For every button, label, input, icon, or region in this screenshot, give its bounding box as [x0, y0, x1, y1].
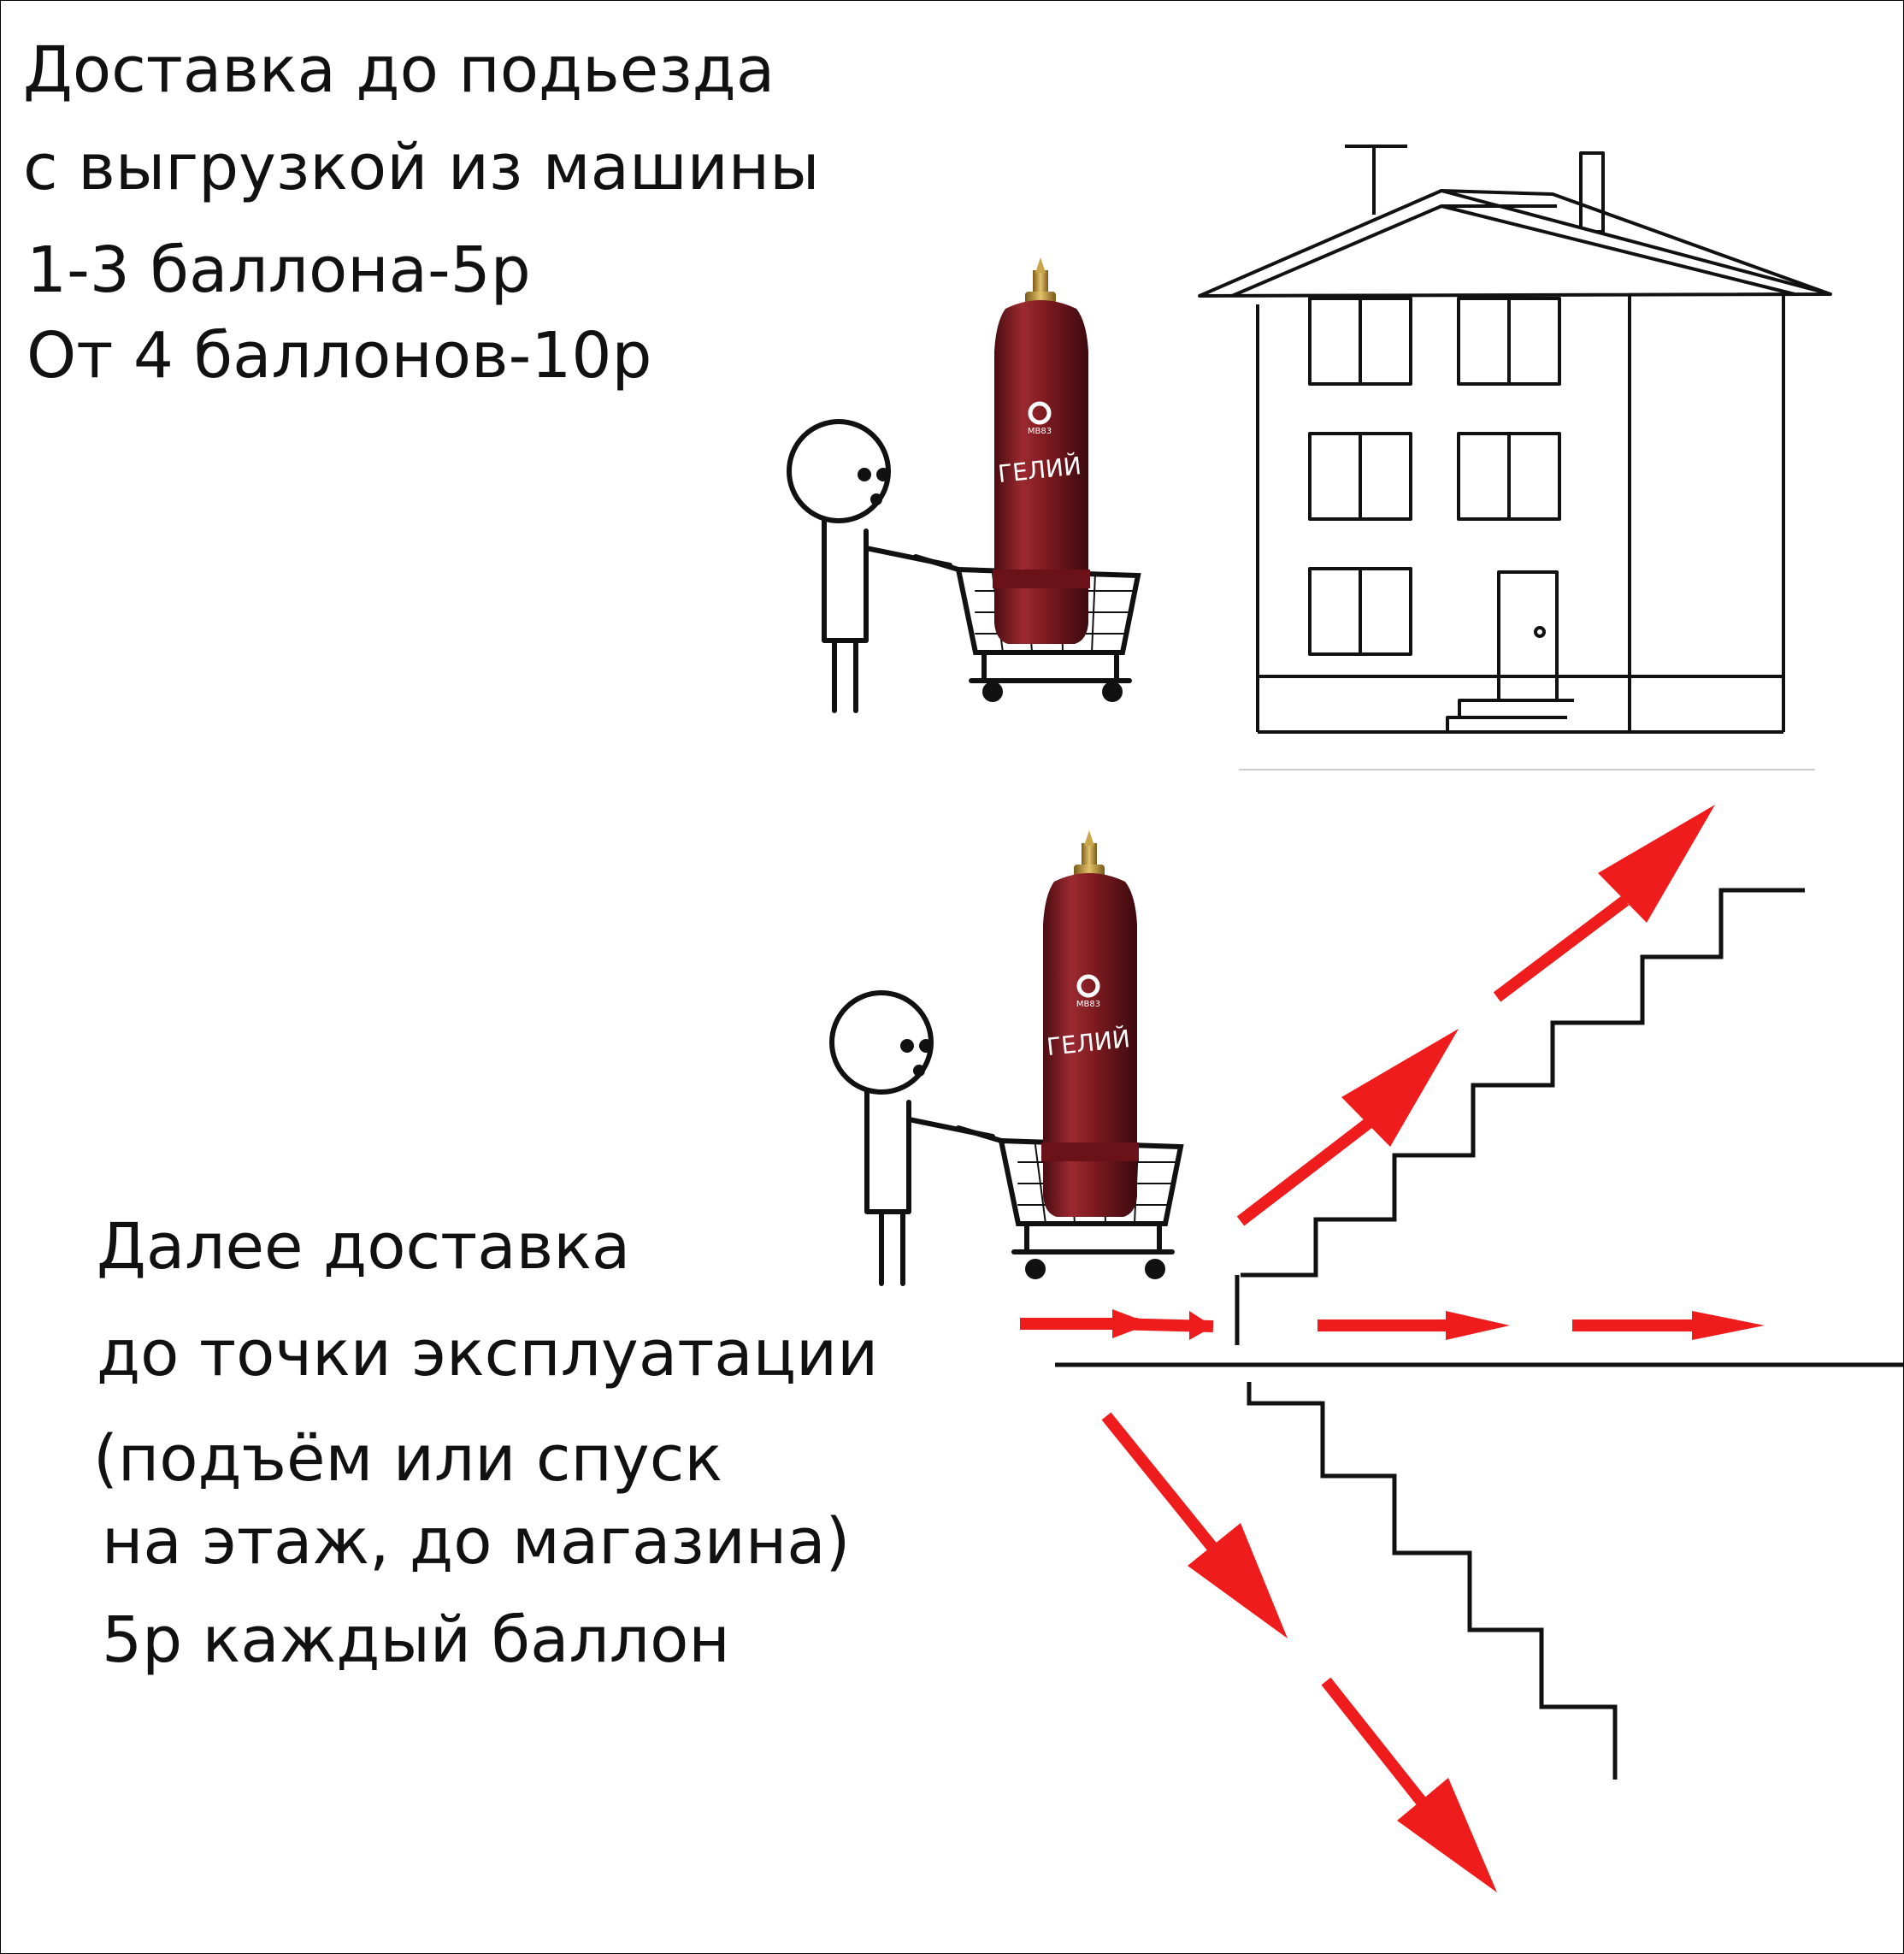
price-line-1: 1-3 баллона-5р — [27, 233, 531, 307]
house-icon — [1198, 145, 1832, 734]
heading-line-1: Доставка до подьезда — [23, 33, 775, 107]
description-line-3: (подъём или спуск — [93, 1422, 723, 1496]
stick-figure-icon — [829, 990, 995, 1286]
description-line-4: на этаж, до магазина) — [102, 1505, 851, 1579]
heading-line-2: с выгрузкой из машины — [23, 131, 820, 204]
stairs-icon — [1055, 888, 1903, 1780]
gas-cylinder-icon: МВ83 ГЕЛИЙ — [993, 257, 1090, 644]
description-line-5: 5р каждый баллон — [102, 1603, 730, 1677]
stick-figure-icon — [787, 419, 952, 713]
arrow-icon — [1020, 805, 1765, 1892]
price-line-2: От 4 баллонов-10р — [27, 319, 652, 393]
gas-cylinder-icon: МВ83 ГЕЛИЙ — [1041, 830, 1139, 1217]
description-line-1: Далее доставка — [97, 1210, 631, 1284]
cylinder-mark: МВ83 — [1076, 1000, 1100, 1009]
cylinder-mark: МВ83 — [1028, 427, 1052, 436]
description-line-2: до точки эксплуатации — [97, 1317, 879, 1390]
